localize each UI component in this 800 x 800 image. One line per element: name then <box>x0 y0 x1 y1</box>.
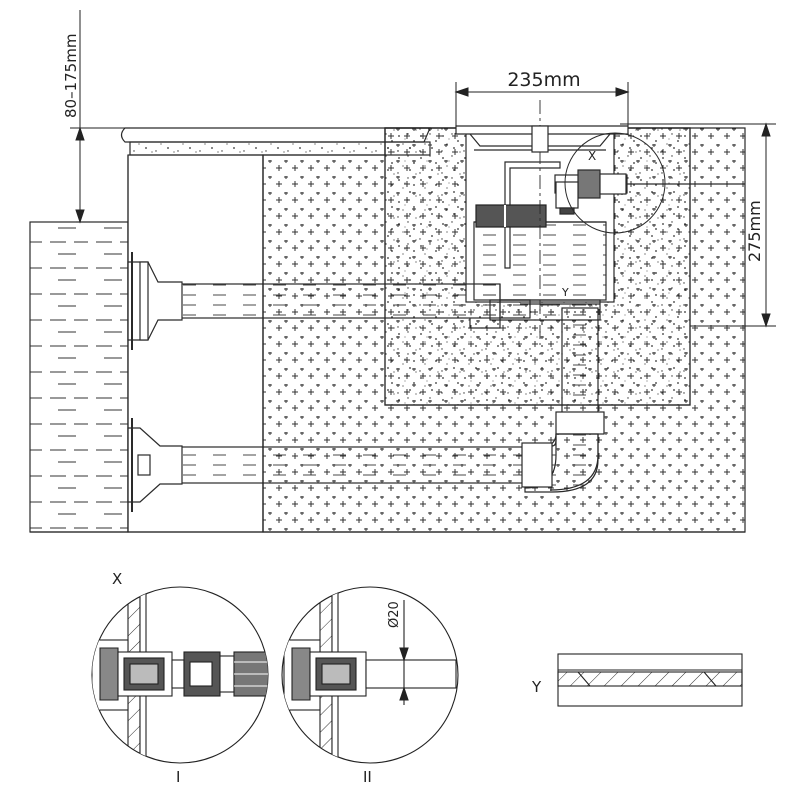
vertical-pipe <box>561 307 599 424</box>
skimmer-float-arm <box>504 161 561 269</box>
variant-one-label: I <box>176 768 180 786</box>
detail-x-variant-two <box>281 586 459 764</box>
detail-y-title: Y <box>531 678 542 696</box>
dimension-depth <box>70 10 130 224</box>
lower-pipe <box>179 446 526 484</box>
pool-coping <box>120 127 431 143</box>
detail-x-title: X <box>112 570 122 588</box>
detail-y <box>557 653 743 707</box>
upper-wall-fitting <box>127 252 183 350</box>
lower-wall-fitting <box>127 418 183 512</box>
main-section <box>29 100 746 533</box>
depth-dimension-label: 80–175mm <box>62 34 80 118</box>
height-dimension-label: 275mm <box>745 200 764 262</box>
detail-x-circle <box>564 132 666 234</box>
dimension-width <box>454 82 630 126</box>
variant-two-label: II <box>363 768 372 786</box>
marker-y: Y <box>561 286 569 299</box>
detail-x-variant-one <box>91 586 269 764</box>
marker-x: X <box>588 149 596 163</box>
dimension-height <box>620 122 776 328</box>
width-dimension-label: 235mm <box>507 69 580 91</box>
pool-water <box>29 221 129 533</box>
pipe-diameter-label: Ø20 <box>387 601 402 628</box>
upper-pipe <box>179 283 501 319</box>
skimmer-float <box>475 204 547 228</box>
